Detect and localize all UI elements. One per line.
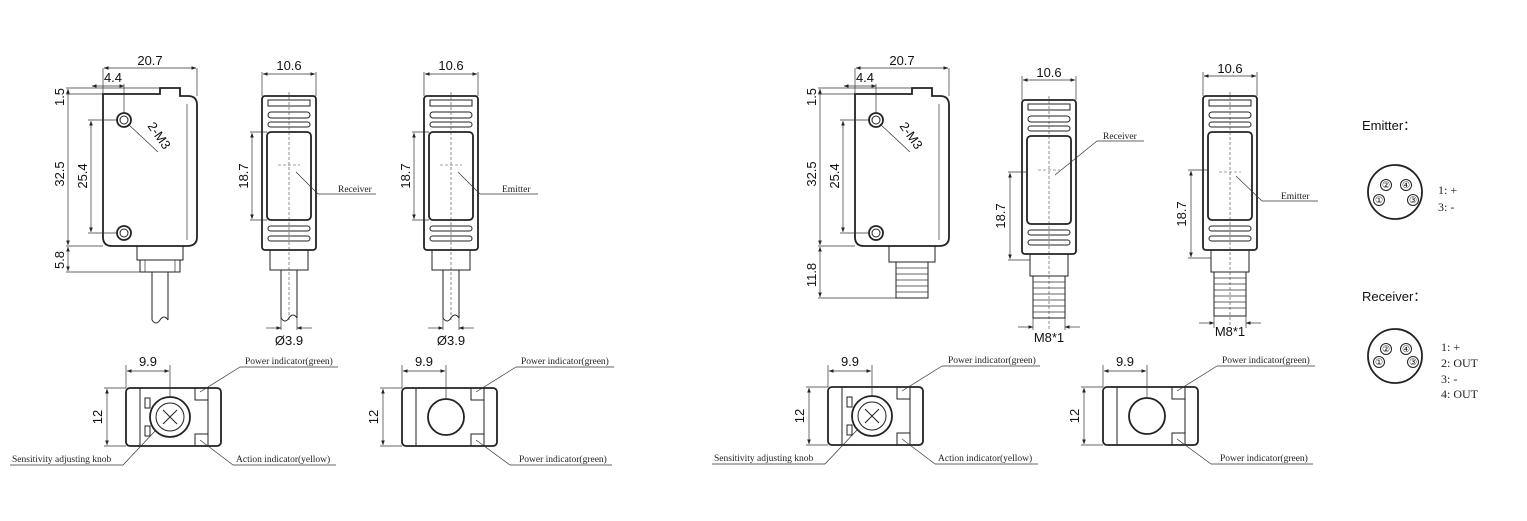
front-view-receiver-connector <box>1008 76 1144 330</box>
emitter-pin-4-num: ④ <box>1402 180 1410 190</box>
dim-hole-pitch-2: 25.4 <box>827 163 842 188</box>
label-power-indicator-5: Power indicator(green) <box>1222 355 1310 366</box>
dim-hole-pitch: 25.4 <box>75 163 90 188</box>
dim-cable-dia-1: Ø3.9 <box>275 333 303 348</box>
label-power-indicator-1: Power indicator(green) <box>245 356 333 367</box>
dim-cable-base: 5.8 <box>52 251 67 269</box>
receiver-connector-face: ② ④ ① ③ <box>1367 328 1423 384</box>
label-sensitivity-knob-1: Sensitivity adjusting knob <box>12 455 111 465</box>
receiver-pin-4: 4: OUT <box>1441 387 1479 401</box>
receiver-pinout-title: Receiver： <box>1362 289 1426 304</box>
receiver-pin-3: 3: - <box>1441 372 1457 386</box>
dim-window-height-4: 18.7 <box>1174 201 1189 226</box>
dim-bottom-height-1: 12 <box>90 410 105 424</box>
dim-top-margin: 1.5 <box>52 88 67 106</box>
dim-width-total: 20.7 <box>137 53 162 68</box>
label-action-indicator-1: Action indicator(yellow) <box>236 454 330 465</box>
label-power-indicator-6: Power indicator(green) <box>1220 453 1308 464</box>
emitter-pin-2-num: ② <box>1382 180 1390 190</box>
dim-height-total-2: 32.5 <box>804 161 819 186</box>
dim-thread-1: M8*1 <box>1034 330 1064 345</box>
emitter-pin-1-num: ① <box>1375 195 1383 205</box>
bottom-view-receiver-1 <box>10 365 338 466</box>
screw-label-2: 2-M3 <box>897 119 926 152</box>
side-view-connector <box>818 66 950 299</box>
label-emitter-1: Emitter <box>502 185 531 195</box>
label-power-indicator-4: Power indicator(green) <box>948 355 1036 366</box>
emitter-pinout-title: Emitter： <box>1362 118 1416 133</box>
front-view-receiver-cable <box>250 72 376 330</box>
emitter-pin-3: 3: - <box>1438 200 1454 214</box>
label-sensitivity-knob-2: Sensitivity adjusting knob <box>714 454 813 464</box>
dim-face-width-3: 10.6 <box>1036 65 1061 80</box>
bottom-view-emitter-1 <box>380 365 614 466</box>
receiver-pin-2-num: ② <box>1382 344 1390 354</box>
emitter-connector-face: ② ④ ① ③ <box>1367 164 1423 220</box>
dim-face-width-1: 10.6 <box>276 58 301 73</box>
dim-bottom-height-2: 12 <box>366 410 381 424</box>
receiver-pin-1-num: ① <box>1375 357 1383 367</box>
dim-bottom-height-3: 12 <box>792 409 807 423</box>
dim-cable-dia-2: Ø3.9 <box>437 333 465 348</box>
dim-thread-2: M8*1 <box>1215 324 1245 339</box>
side-view-cable <box>66 66 198 324</box>
bottom-view-receiver-2 <box>712 365 1040 465</box>
dim-window-height-2: 18.7 <box>398 163 413 188</box>
emitter-pin-1: 1: + <box>1438 183 1457 197</box>
dim-bottom-offset-3: 9.9 <box>841 354 859 369</box>
bottom-view-emitter-2 <box>1081 365 1315 465</box>
dim-face-width-4: 10.6 <box>1217 61 1242 76</box>
dim-connector-base: 11.8 <box>804 263 819 287</box>
dim-bottom-offset-1: 9.9 <box>139 354 157 369</box>
label-power-indicator-2: Power indicator(green) <box>521 356 609 367</box>
dim-width-total-2: 20.7 <box>889 53 914 68</box>
dim-hole-offset-2: 4.4 <box>856 70 874 85</box>
dim-window-height-3: 18.7 <box>993 203 1008 228</box>
dim-face-width-2: 10.6 <box>438 58 463 73</box>
front-view-emitter-cable <box>412 72 538 330</box>
dim-height-total: 32.5 <box>52 161 67 186</box>
receiver-pin-1: 1: + <box>1441 340 1460 354</box>
label-power-indicator-3: Power indicator(green) <box>519 454 607 465</box>
dim-hole-offset: 4.4 <box>104 70 122 85</box>
screw-label: 2-M3 <box>145 119 174 152</box>
label-receiver-1: Receiver <box>338 185 373 195</box>
label-receiver-2: Receiver <box>1103 132 1138 142</box>
dim-window-height-1: 18.7 <box>236 163 251 188</box>
label-emitter-2: Emitter <box>1281 192 1310 202</box>
emitter-pin-3-num: ③ <box>1409 195 1417 205</box>
front-view-emitter-connector <box>1188 72 1318 328</box>
receiver-pin-4-num: ④ <box>1402 344 1410 354</box>
label-action-indicator-2: Action indicator(yellow) <box>938 453 1032 464</box>
receiver-pin-3-num: ③ <box>1409 357 1417 367</box>
receiver-pin-2: 2: OUT <box>1441 356 1479 370</box>
dim-bottom-offset-4: 9.9 <box>1116 354 1134 369</box>
dim-bottom-height-4: 12 <box>1067 409 1082 423</box>
dim-bottom-offset-2: 9.9 <box>415 354 433 369</box>
dim-top-margin-2: 1.5 <box>804 88 819 106</box>
